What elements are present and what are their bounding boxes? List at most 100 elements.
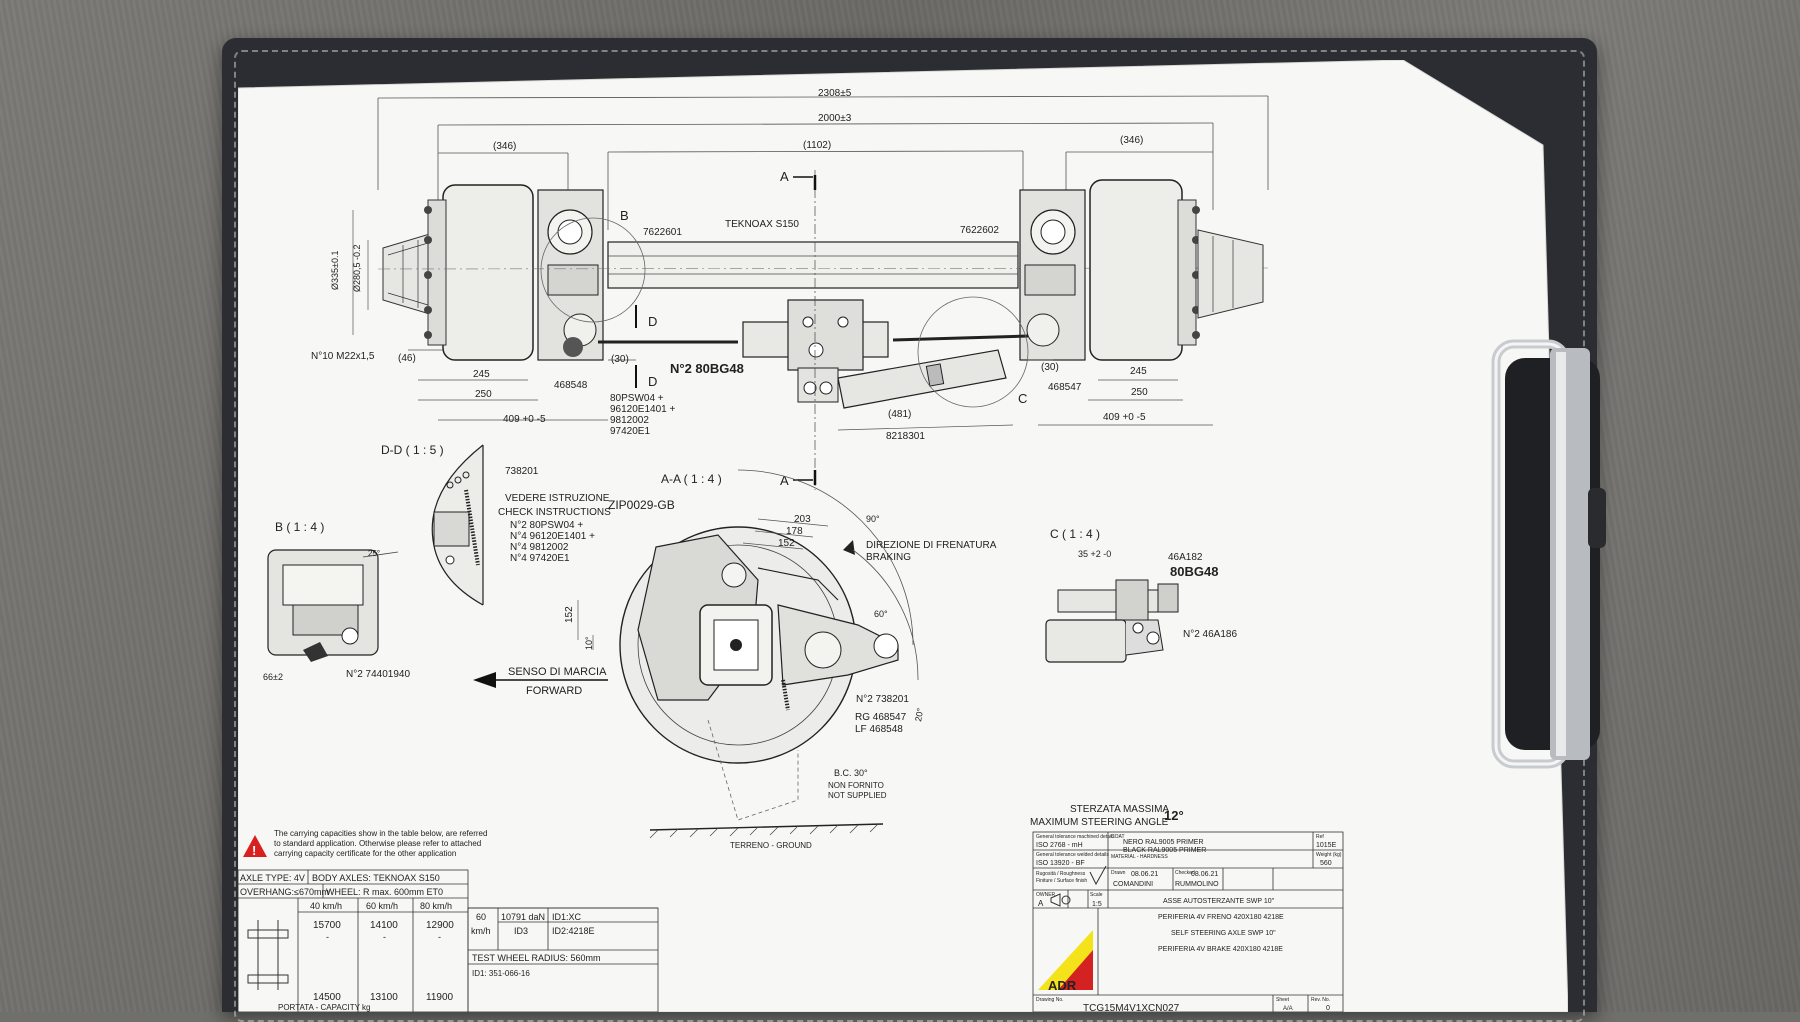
dim-d409-right: 409 +0 -5	[1103, 412, 1146, 423]
dim-d152: 152	[778, 538, 795, 549]
steer-value: 12°	[1164, 808, 1184, 823]
cap-dan: 10791 daN	[501, 912, 545, 922]
dim-d481: (481)	[888, 409, 911, 420]
dim-d203: 203	[794, 514, 811, 525]
dim-d245-left: 245	[473, 369, 490, 380]
steer-label-it: STERZATA MASSIMA	[1070, 804, 1169, 815]
instr-line-2: N°4 96120E1401 +	[510, 531, 595, 542]
coat-en: BLACK RAL9005 PRIMER	[1123, 847, 1206, 854]
section-d-top: D	[648, 314, 657, 329]
wheel-spec: WHEEL: R max. 600mm ET0	[326, 887, 443, 897]
drawing-no-label: Drawing No.	[1036, 997, 1064, 1003]
clipboard-clip	[1491, 339, 1606, 769]
dim-right-offset: (346)	[1120, 135, 1143, 146]
tol-welded-value: ISO 13920 - BF	[1036, 860, 1085, 867]
angle-20: 20°	[913, 707, 925, 723]
drawn-by: COMANDINI	[1113, 881, 1153, 888]
capacity-footer: PORTATA - CAPACITY kg	[278, 1003, 370, 1012]
kit-line-2: 96120E1401 +	[610, 404, 676, 415]
drawn-label: Drawn	[1111, 870, 1126, 876]
coat-label: COAT	[1111, 834, 1125, 840]
dim-d280: Ø280,5 -0.2	[352, 244, 362, 292]
axle-type: AXLE TYPE: 4V	[240, 873, 305, 883]
rev-value: 0	[1326, 1005, 1330, 1012]
nut-spec: N°10 M22x1,5	[311, 351, 375, 362]
kit-80bg48: N°2 80BG48	[670, 361, 744, 376]
speed-60: 60 km/h	[366, 901, 398, 911]
desc-line-1: ASSE AUTOSTERZANTE SWP 10"	[1163, 898, 1275, 905]
sheet-value: A/A	[1283, 1006, 1293, 1012]
detail-c-marker: C	[1018, 391, 1027, 406]
not-supplied: NOT SUPPLIED	[828, 791, 887, 800]
part-738201-n2: N°2 738201	[856, 694, 909, 705]
dim-d66: 66±2	[263, 672, 283, 682]
drawn-date: 08.06.21	[1131, 871, 1158, 878]
projection-symbol	[1050, 893, 1071, 907]
part-738201: 738201	[505, 466, 539, 477]
title-block-grid	[1032, 831, 1344, 1012]
weight-value: 560	[1320, 860, 1332, 867]
dim-mid: (1102)	[803, 140, 831, 151]
tol-welded-label: General tolerance welded details	[1036, 852, 1109, 858]
view-b-title: B ( 1 : 4 )	[275, 520, 324, 534]
checked-date: 08.06.21	[1191, 871, 1218, 878]
warning-line-1: The carrying capacities show in the tabl…	[274, 829, 487, 838]
section-aa-drawing	[577, 469, 919, 821]
surface-label: Finiture / Surface finish	[1036, 878, 1087, 884]
scale-value: 1:5	[1092, 901, 1102, 908]
coat-it: NERO RAL9005 PRIMER	[1123, 839, 1204, 846]
cap-id2: ID2:4218E	[552, 926, 595, 936]
id1-bottom: ID1: 351-066-16	[472, 969, 530, 978]
cap-id3: ID3	[514, 926, 528, 936]
tol-general-value: ISO 2768 - mH	[1036, 842, 1083, 849]
tol-general-label: General tolerance machined details	[1036, 834, 1115, 840]
overhang: OVERHANG:≤670mm	[240, 887, 329, 897]
dim-d245-right: 245	[1130, 366, 1147, 377]
view-c-title: C ( 1 : 4 )	[1050, 527, 1100, 541]
roughness-symbol	[1089, 865, 1107, 886]
material-label: MATERIAL - HARDNESS	[1111, 854, 1168, 860]
brake-dir-en: BRAKING	[866, 552, 911, 563]
cap-r1-60: 14100	[370, 920, 398, 931]
steer-label-en: MAXIMUM STEERING ANGLE	[1030, 817, 1169, 828]
dim-d335: Ø335±0.1	[330, 251, 340, 290]
angle-10: 10°	[584, 636, 594, 650]
sheet-label: Sheet	[1276, 997, 1290, 1003]
svg-text:ADR: ADR	[1048, 978, 1077, 993]
dim-total-length: 2308±5	[818, 88, 852, 99]
instr-line-4: N°4 97420E1	[510, 553, 570, 564]
part-468548: 468548	[554, 380, 588, 391]
cap-r2-80: 11900	[426, 992, 454, 1003]
cap-dash-1: -	[326, 932, 329, 942]
adr-logo: ADR	[1038, 930, 1093, 993]
part-46a182: 46A182	[1168, 552, 1203, 563]
dim-d178: 178	[786, 526, 803, 537]
section-a-bottom: A	[780, 473, 789, 488]
warning-line-3: carrying capacity certificate for the ot…	[274, 849, 456, 858]
travel-arrow	[473, 672, 608, 688]
travel-dir-it: SENSO DI MARCIA	[508, 666, 607, 678]
desc-line-3: SELF STEERING AXLE SWP 10"	[1171, 930, 1276, 937]
svg-text:!: !	[252, 843, 256, 858]
desc-line-4: PERIFERIA 4V BRAKE 420X180 4218E	[1158, 946, 1283, 953]
speed-40: 40 km/h	[310, 901, 342, 911]
ground-line	[649, 823, 884, 839]
body-axles: BODY AXLES: TEKNOAX S150	[312, 873, 440, 883]
part-74401940: N°2 74401940	[346, 669, 410, 680]
dim-d250-left: 250	[475, 389, 492, 400]
desc-line-2: PERIFERIA 4V FRENO 420X180 4218E	[1158, 914, 1284, 921]
checked-by: RUMMOLINO	[1175, 881, 1219, 888]
dim-left-offset: (346)	[493, 141, 516, 152]
roughness-label: Rugosità / Roughness	[1036, 871, 1086, 877]
view-dd-title: D-D ( 1 : 5 )	[381, 443, 444, 457]
instr-it: VEDERE ISTRUZIONE	[505, 493, 610, 504]
dim-track: 2000±3	[818, 113, 852, 124]
warning-block: !	[243, 835, 267, 858]
brake-dir-it: DIREZIONE DI FRENATURA	[866, 540, 997, 551]
part-8218301: 8218301	[886, 431, 925, 442]
instr-code: ZIP0029-GB	[608, 498, 675, 512]
kit-line-1: 80PSW04 +	[610, 393, 664, 404]
instr-en: CHECK INSTRUCTIONS	[498, 507, 611, 518]
detail-b-marker: B	[620, 208, 629, 223]
section-dd-drawing	[431, 444, 484, 606]
